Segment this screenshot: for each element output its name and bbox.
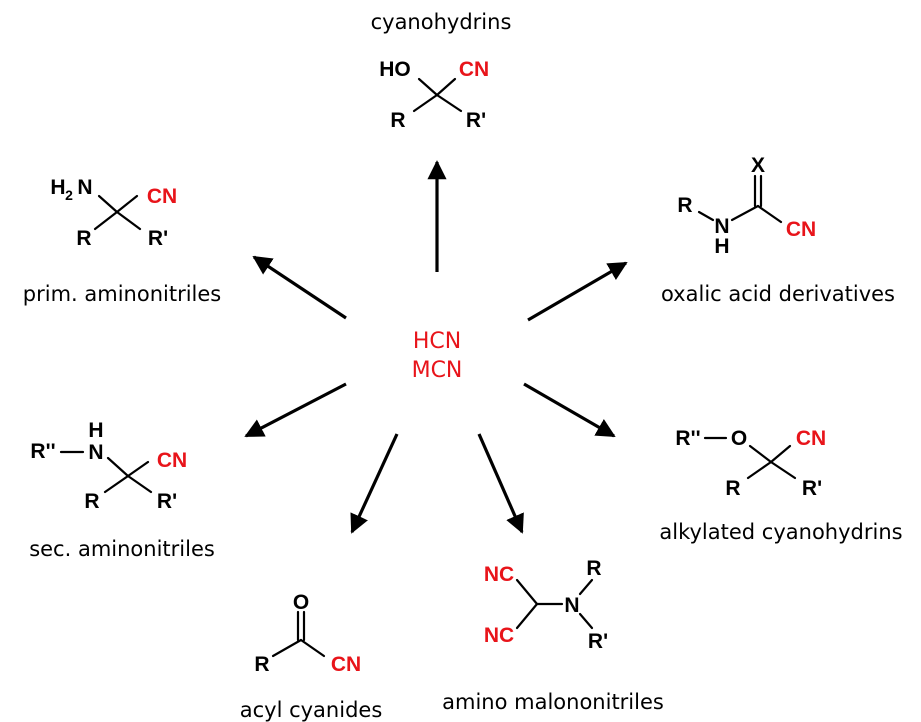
- atom-r-double-prime: R'': [675, 427, 700, 450]
- atom-r-prime: R': [466, 109, 486, 132]
- arrow-to-amino-malononitriles: [477, 433, 524, 534]
- atom-cn: CN: [157, 449, 187, 472]
- atom-n: N: [714, 215, 729, 238]
- structure-sec-aminonitriles: sec. aminonitriles R'' H N CN R R': [29, 419, 215, 561]
- caption-amino-malononitriles: amino malononitriles: [442, 690, 664, 714]
- atom-cn: CN: [147, 185, 177, 208]
- atom-cn: CN: [786, 218, 816, 241]
- arrow-to-sec-aminonitriles: [244, 382, 347, 438]
- atom-o: O: [731, 427, 747, 450]
- atom-cn: CN: [459, 58, 489, 81]
- atom-subscript-2: 2: [65, 187, 73, 203]
- structure-amino-malononitriles: amino malononitriles NC NC N R R': [442, 557, 664, 714]
- caption-acyl-cyanides: acyl cyanides: [240, 698, 383, 722]
- structure-prim-aminonitriles: prim. aminonitriles H 2 N CN R R': [23, 176, 221, 306]
- atom-nc-top: NC: [484, 563, 514, 586]
- atom-cn: CN: [331, 653, 361, 676]
- atom-r-prime: R': [157, 490, 177, 513]
- atom-r-prime: R': [588, 630, 608, 653]
- atom-n: N: [88, 441, 103, 464]
- structure-alkylated-cyanohydrins: alkylated cyanohydrins R'' O CN R R': [659, 427, 902, 544]
- atom-r-double-prime: R'': [30, 440, 55, 463]
- atom-h: H: [714, 235, 729, 258]
- atom-nc-bottom: NC: [484, 624, 514, 647]
- structure-acyl-cyanides: acyl cyanides O R CN: [240, 591, 383, 722]
- arrow-to-oxalic-acid-derivatives: [527, 261, 628, 322]
- structure-oxalic-acid-derivatives: oxalic acid derivatives X R N H CN: [661, 154, 895, 306]
- atom-h: H: [88, 419, 103, 442]
- atom-r: R: [725, 477, 740, 500]
- atom-n: N: [77, 176, 92, 199]
- atom-r: R: [84, 490, 99, 513]
- atom-r: R: [586, 557, 601, 580]
- atom-r: R: [76, 227, 91, 250]
- arrow-to-alkylated-cyanohydrins: [523, 382, 616, 438]
- atom-r: R: [254, 653, 269, 676]
- caption-cyanohydrins: cyanohydrins: [371, 10, 512, 34]
- arrow-to-prim-aminonitriles: [252, 255, 347, 320]
- caption-sec-aminonitriles: sec. aminonitriles: [29, 537, 215, 561]
- atom-ho: HO: [379, 58, 411, 81]
- caption-alkylated-cyanohydrins: alkylated cyanohydrins: [659, 520, 902, 544]
- caption-prim-aminonitriles: prim. aminonitriles: [23, 282, 221, 306]
- atom-r-prime: R': [802, 477, 822, 500]
- atom-r-prime: R': [148, 227, 168, 250]
- center-mcn: MCN: [412, 358, 463, 383]
- atom-r: R: [390, 109, 405, 132]
- center-hcn: HCN: [413, 329, 461, 354]
- atom-x: X: [751, 154, 765, 177]
- arrow-to-acyl-cyanides: [350, 433, 399, 534]
- structure-cyanohydrins: cyanohydrins HO CN R R': [371, 10, 512, 132]
- atom-r: R: [677, 194, 692, 217]
- caption-oxalic-acid-derivatives: oxalic acid derivatives: [661, 282, 895, 306]
- atom-o: O: [293, 591, 309, 614]
- atom-n: N: [564, 594, 579, 617]
- atom-cn: CN: [796, 427, 826, 450]
- atom-h: H: [50, 176, 65, 199]
